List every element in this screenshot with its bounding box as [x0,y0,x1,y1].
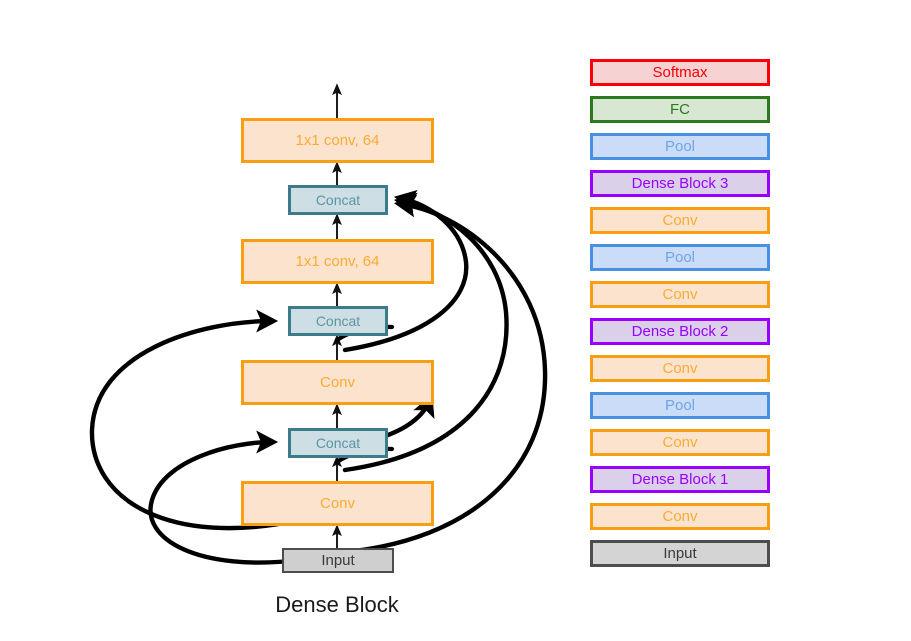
stack-block-dense-block-3[interactable]: Dense Block 3 [590,170,770,197]
node-concat-3[interactable]: Concat [288,185,388,215]
node-input[interactable]: Input [282,548,394,573]
node-conv-second[interactable]: 1x1 conv, 64 [241,239,434,284]
node-concat-1[interactable]: Concat [288,428,388,458]
stack-block-pool[interactable]: Pool [590,392,770,419]
stack-block-conv[interactable]: Conv [590,503,770,530]
node-conv-top[interactable]: 1x1 conv, 64 [241,118,434,163]
stack-block-softmax[interactable]: Softmax [590,59,770,86]
stack-block-input[interactable]: Input [590,540,770,567]
stack-block-conv[interactable]: Conv [590,281,770,308]
node-concat-2[interactable]: Concat [288,306,388,336]
stack-block-pool[interactable]: Pool [590,133,770,160]
stack-block-conv[interactable]: Conv [590,429,770,456]
stack-block-conv[interactable]: Conv [590,207,770,234]
stack-block-conv[interactable]: Conv [590,355,770,382]
stack-block-dense-block-1[interactable]: Dense Block 1 [590,466,770,493]
stack-block-fc[interactable]: FC [590,96,770,123]
dense-block-caption: Dense Block [275,592,399,617]
stack-block-pool[interactable]: Pool [590,244,770,271]
node-conv-bottom[interactable]: Conv [241,481,434,526]
node-conv-mid[interactable]: Conv [241,360,434,405]
stack-block-dense-block-2[interactable]: Dense Block 2 [590,318,770,345]
